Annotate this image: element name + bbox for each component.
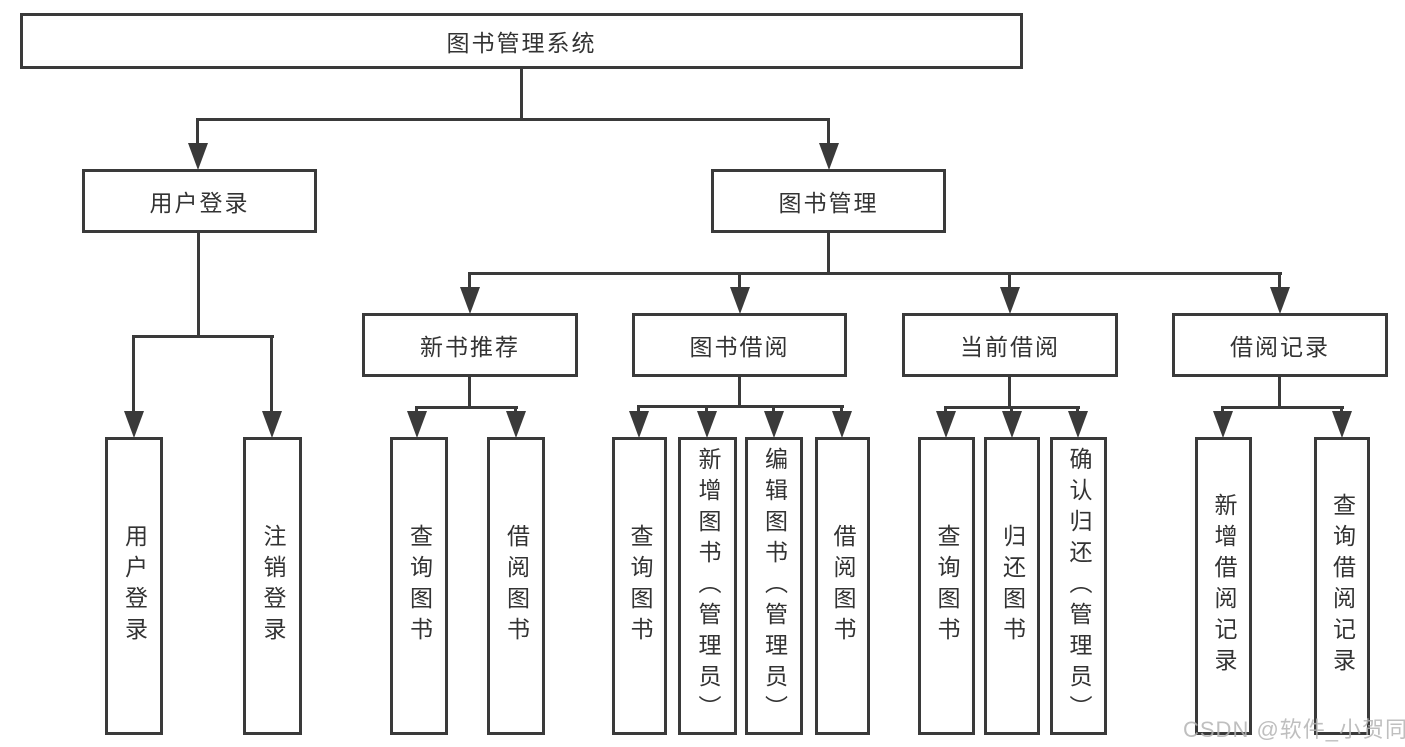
- leaf-add-borrow-record: 新增借阅记录: [1195, 437, 1252, 735]
- connector-rail-new-book-children: [415, 406, 518, 409]
- leaf-label: 确认归还（管理员）: [1066, 446, 1092, 726]
- leaf-add-books-admin: 新增图书（管理员）: [678, 437, 737, 735]
- connector-rail-book-borrow-children: [637, 405, 844, 408]
- connector-stem: [270, 335, 273, 415]
- connector-trunk-book-management: [827, 233, 830, 275]
- node-root-label: 图书管理系统: [446, 30, 597, 56]
- leaf-label: 新增借阅记录: [1211, 493, 1237, 679]
- arrow-down-icon: [730, 287, 750, 314]
- leaf-label: 查询借阅记录: [1329, 493, 1356, 679]
- connector-stem: [132, 335, 135, 415]
- connector-rail-level3: [468, 272, 1282, 275]
- arrow-down-icon: [1270, 287, 1290, 314]
- connector-rail-level2: [197, 118, 830, 121]
- node-root: 图书管理系统: [20, 13, 1023, 69]
- connector-stem: [468, 272, 471, 292]
- leaf-logout: 注销登录: [243, 437, 302, 735]
- connector-stem: [840, 405, 843, 416]
- connector-trunk-current-borrow: [1008, 377, 1011, 409]
- arrow-down-icon: [819, 143, 839, 170]
- watermark-text: CSDN @软件_小贺同学: [1183, 717, 1405, 742]
- leaf-label: 用户登录: [121, 524, 148, 648]
- connector-trunk-borrow-records: [1278, 377, 1281, 409]
- arrow-down-icon: [1068, 411, 1088, 438]
- connector-stem: [637, 405, 640, 416]
- arrow-down-icon: [124, 411, 144, 438]
- connector-trunk-root: [520, 69, 523, 121]
- arrow-down-icon: [262, 411, 282, 438]
- leaf-label: 借阅图书: [830, 524, 856, 648]
- node-book-borrow: 图书借阅: [632, 313, 847, 377]
- leaf-label: 编辑图书（管理员）: [761, 446, 788, 726]
- connector-stem: [705, 405, 708, 416]
- arrow-down-icon: [506, 411, 526, 438]
- leaf-query-books-current: 查询图书: [918, 437, 975, 735]
- leaf-label: 查询图书: [627, 524, 653, 648]
- leaf-query-books-recommend: 查询图书: [390, 437, 448, 735]
- connector-trunk-book-borrow: [738, 377, 741, 408]
- leaf-label: 归还图书: [999, 524, 1026, 648]
- connector-stem: [827, 118, 830, 148]
- arrow-down-icon: [188, 143, 208, 170]
- arrow-down-icon: [1002, 411, 1022, 438]
- arrow-down-icon: [460, 287, 480, 314]
- connector-stem: [772, 405, 775, 416]
- node-user-login: 用户登录: [82, 169, 317, 233]
- connector-trunk-user-login: [197, 233, 200, 338]
- leaf-label: 查询图书: [406, 524, 433, 648]
- arrow-down-icon: [832, 411, 852, 438]
- connector-trunk-new-book-recommend: [468, 377, 471, 409]
- leaf-user-login: 用户登录: [105, 437, 163, 735]
- node-borrow-records: 借阅记录: [1172, 313, 1388, 377]
- node-book-management-label: 图书管理: [778, 190, 879, 216]
- node-user-login-label: 用户登录: [149, 190, 250, 216]
- arrow-down-icon: [629, 411, 649, 438]
- arrow-down-icon: [1213, 411, 1233, 438]
- connector-stem: [1008, 272, 1011, 292]
- node-new-book-recommend: 新书推荐: [362, 313, 578, 377]
- leaf-query-books-borrow: 查询图书: [612, 437, 667, 735]
- connector-rail-user-login-children: [132, 335, 274, 338]
- leaf-label: 查询图书: [934, 524, 960, 648]
- leaf-label: 注销登录: [260, 524, 286, 648]
- node-book-borrow-label: 图书借阅: [689, 334, 790, 360]
- leaf-borrow-books-recommend: 借阅图书: [487, 437, 545, 735]
- arrow-down-icon: [407, 411, 427, 438]
- connector-rail-borrow-records-children: [1221, 406, 1344, 409]
- arrow-down-icon: [764, 411, 784, 438]
- leaf-edit-books-admin: 编辑图书（管理员）: [745, 437, 803, 735]
- node-book-management: 图书管理: [711, 169, 946, 233]
- node-new-book-recommend-label: 新书推荐: [420, 334, 520, 360]
- node-borrow-records-label: 借阅记录: [1230, 334, 1330, 360]
- connector-stem: [196, 118, 199, 148]
- node-current-borrow-label: 当前借阅: [960, 334, 1060, 360]
- node-current-borrow: 当前借阅: [902, 313, 1118, 377]
- leaf-confirm-return-admin: 确认归还（管理员）: [1050, 437, 1107, 735]
- leaf-query-borrow-record: 查询借阅记录: [1314, 437, 1370, 735]
- leaf-return-books: 归还图书: [984, 437, 1040, 735]
- arrow-down-icon: [1332, 411, 1352, 438]
- arrow-down-icon: [697, 411, 717, 438]
- leaf-borrow-books: 借阅图书: [815, 437, 870, 735]
- arrow-down-icon: [936, 411, 956, 438]
- arrow-down-icon: [1000, 287, 1020, 314]
- leaf-label: 新增图书（管理员）: [695, 446, 721, 726]
- connector-stem: [738, 272, 741, 292]
- leaf-label: 借阅图书: [503, 524, 530, 648]
- connector-stem: [1278, 272, 1281, 292]
